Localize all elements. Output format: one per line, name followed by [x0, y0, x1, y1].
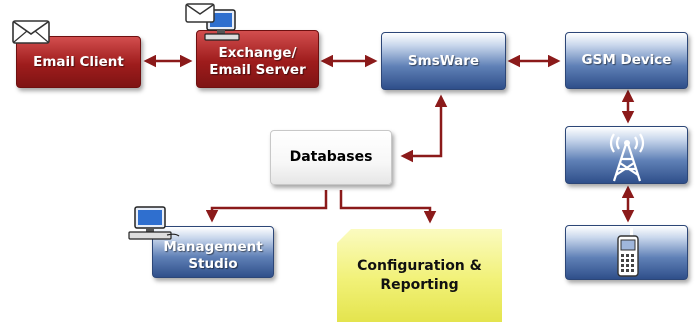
management-studio-label-line2: Studio [188, 256, 238, 272]
smsware-label: SmsWare [407, 52, 480, 69]
mobile-phone-box [565, 225, 688, 280]
management-studio-box: Management Studio [152, 226, 274, 278]
link-smsware-databases [400, 94, 448, 163]
mobile-phone-icon [615, 228, 641, 283]
management-studio-label-line1: Management [163, 239, 263, 255]
link-databases-configuration [339, 190, 437, 224]
exchange-server-box: Exchange/ Email Server [196, 30, 319, 88]
exchange-server-label-line2: Email Server [209, 62, 306, 78]
configuration-reporting-label-line2: Reporting [380, 276, 459, 293]
computer-icon [127, 206, 181, 246]
databases-label: Databases [289, 149, 373, 165]
smsware-box: SmsWare [381, 32, 506, 90]
cell-tower-box [565, 126, 688, 184]
email-client-label: Email Client [33, 53, 124, 70]
link-databases-management [205, 190, 328, 223]
cell-tower-icon [604, 131, 650, 188]
computer-with-envelope-icon [185, 2, 245, 46]
configuration-reporting-label-line1: Configuration & [357, 257, 482, 274]
exchange-server-label-line1: Exchange/ [218, 45, 297, 61]
email-client-box: Email Client [16, 36, 141, 88]
gsm-device-label: GSM Device [581, 52, 672, 68]
configuration-reporting-box: Configuration & Reporting [337, 229, 502, 322]
envelope-icon [12, 20, 50, 48]
gsm-device-box: GSM Device [565, 32, 688, 89]
databases-box: Databases [270, 130, 392, 185]
